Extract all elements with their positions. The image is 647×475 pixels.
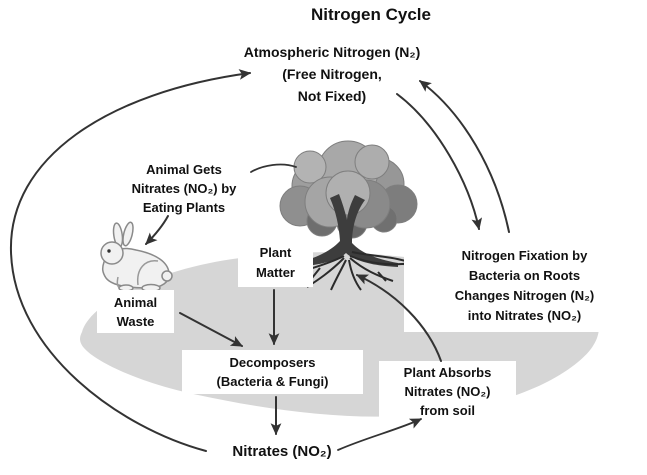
animal-gets-nitrates-label: Animal Gets Nitrates (NO₂) by Eating Pla…	[132, 160, 237, 217]
label-line: Animal	[113, 294, 158, 310]
label-line: Nitrogen Fixation by	[461, 248, 588, 263]
atmospheric-nitrogen-label: Atmospheric Nitrogen (N₂) (Free Nitrogen…	[244, 41, 421, 107]
label-line: Not Fixed)	[297, 88, 367, 104]
label-line: Plant	[259, 245, 292, 260]
label-line: Changes Nitrogen (N₂)	[454, 288, 595, 303]
diagram-title: Nitrogen Cycle	[311, 5, 431, 24]
decomposers-label: Decomposers (Bacteria & Fungi)	[182, 350, 363, 394]
label-line: (Free Nitrogen,	[282, 66, 382, 82]
label-line: Nitrates (NO₂)	[404, 383, 491, 399]
label-line: into Nitrates (NO₂)	[467, 308, 582, 323]
plant-absorbs-label: Plant Absorbs Nitrates (NO₂) from soil	[379, 361, 516, 421]
label-line: Plant Absorbs	[403, 364, 492, 380]
label-line: Waste	[116, 313, 155, 329]
label-line: Decomposers	[229, 355, 316, 370]
animal-waste-label: Animal Waste	[97, 290, 174, 333]
plant-matter-label: Plant Matter	[238, 239, 313, 287]
label-line: from soil	[420, 402, 475, 418]
tree-icon	[279, 140, 420, 291]
label-line: Matter	[255, 265, 295, 280]
label-line: Atmospheric Nitrogen (N₂)	[243, 44, 421, 60]
nitrates-label: Nitrates (NO₂)	[232, 443, 332, 460]
tree-trunk	[294, 194, 398, 267]
label-line: Animal Gets	[146, 162, 222, 177]
label-line: (Bacteria & Fungi)	[216, 374, 329, 389]
label-line: Bacteria on Roots	[468, 268, 581, 283]
nitrogen-fixation-label: Nitrogen Fixation by Bacteria on Roots C…	[404, 240, 645, 332]
label-line: Nitrates (NO₂) by	[131, 181, 237, 196]
label-line: Eating Plants	[142, 200, 226, 215]
rabbit-icon	[100, 221, 173, 293]
